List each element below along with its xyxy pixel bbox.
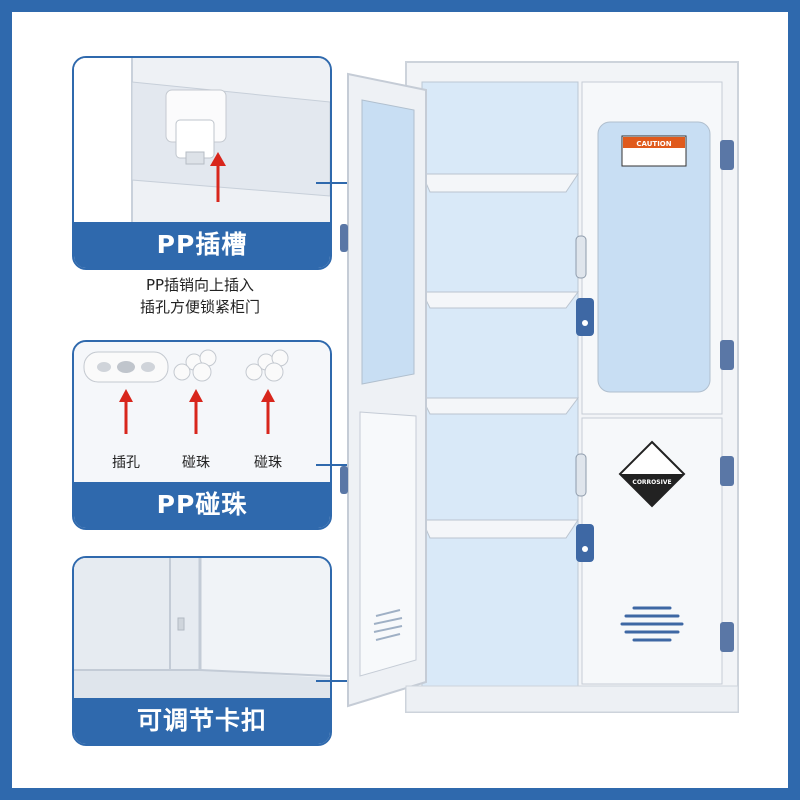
- shelf: [421, 173, 579, 193]
- callout-pp-slot-caption-line-1: PP插销向上插入: [145, 276, 255, 294]
- shelf: [421, 291, 579, 309]
- warning-label: CAUTION: [636, 140, 671, 148]
- cabinet-interior: [422, 82, 578, 686]
- door-lock-icon: [576, 298, 594, 336]
- corrosive-label: CORROSIVE: [632, 479, 671, 486]
- door-hinge-icon: [720, 140, 734, 170]
- latch-ball-icon: [245, 349, 289, 382]
- callout-pp-slot: PP插槽: [72, 56, 332, 270]
- piece-label-hole: 插孔: [112, 455, 140, 471]
- piece-label-latch-2: 碰珠: [254, 455, 282, 471]
- cabinet-illustration: CAUTION CORROSIVE: [340, 61, 739, 713]
- connector-line: [316, 182, 366, 184]
- callout-pp-slot-caption-line-2: 插孔方便锁紧柜门: [139, 298, 260, 316]
- door-handle-icon: [575, 235, 587, 279]
- product-image: PP插槽 PP插销向上插入 插孔方便锁紧柜门: [12, 12, 788, 788]
- callout-pp-slot-title: PP插槽: [74, 222, 330, 268]
- callout-pp-latch-title: PP碰珠: [74, 482, 330, 528]
- door-hinge-icon: [340, 466, 348, 494]
- door-hinge-icon: [340, 224, 348, 252]
- receiver-plate-icon: [83, 351, 169, 383]
- door-lock-icon: [576, 524, 594, 562]
- callout-adjustable-clip-title: 可调节卡扣: [74, 698, 330, 744]
- vent-icon: [373, 609, 403, 641]
- door-hinge-icon: [720, 340, 734, 370]
- vent-icon: [620, 606, 684, 642]
- shelf: [421, 397, 579, 415]
- latch-ball-icon: [173, 349, 217, 382]
- door-window: [361, 99, 415, 385]
- callout-pp-latch: 插孔 碰珠 碰珠 PP碰珠: [72, 340, 332, 530]
- shelf: [421, 519, 579, 539]
- door-hinge-icon: [720, 622, 734, 652]
- right-door-window: [597, 121, 711, 393]
- callout-adjustable-clip: 可调节卡扣: [72, 556, 332, 746]
- pp-latch-photo: [74, 342, 330, 482]
- door-hinge-icon: [720, 456, 734, 486]
- pp-slot-photo: [74, 58, 330, 222]
- door-handle-icon: [575, 453, 587, 497]
- adjustable-clip-photo: [74, 558, 330, 698]
- piece-label-latch-1: 碰珠: [182, 455, 210, 471]
